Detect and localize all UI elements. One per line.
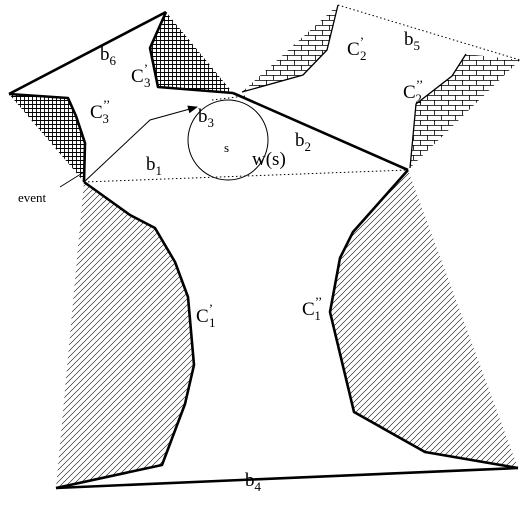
label-w-s: w(s) [252, 149, 286, 170]
dotted-line-short [211, 95, 246, 101]
region-c2-double-prime [410, 54, 520, 168]
edge-b2 [232, 91, 409, 172]
label-c1-double-prime: C’’1 [302, 294, 322, 323]
label-c3-double-prime: C’’3 [90, 97, 110, 126]
circle-w-s [187, 99, 269, 181]
label-b6: b6 [100, 44, 117, 68]
edge-c1-prime-boundary [55, 180, 196, 490]
region-c1-prime [56, 182, 194, 488]
label-b4: b4 [245, 470, 262, 494]
label-c3-prime: C’3 [131, 61, 151, 90]
label-b5: b5 [404, 29, 420, 53]
edge-c3-prime-boundary [148, 11, 234, 95]
dotted-lines [83, 4, 521, 183]
edge-b4 [55, 466, 519, 490]
edge-c1-double-prime-boundary [328, 169, 519, 470]
label-event: event [18, 190, 47, 205]
region-c3-prime [150, 12, 233, 93]
label-s: s [224, 140, 229, 155]
label-b2: b2 [295, 130, 311, 154]
label-b1: b1 [146, 154, 162, 178]
label-c2-double-prime: C’’2 [403, 77, 423, 106]
edge-c2-double-prime-boundary [409, 53, 467, 169]
labels: b6 C’3 C’’3 C’2 b5 C’’2 b3 b2 s b1 w(s) … [18, 29, 423, 494]
outline-edges [8, 10, 519, 490]
edge-c2-prime-boundary [241, 4, 339, 93]
brick-edges [241, 4, 467, 169]
region-c2-prime [242, 5, 338, 92]
region-c1-double-prime [330, 170, 518, 468]
label-c2-prime: C’2 [347, 34, 367, 63]
edge-b6 [8, 10, 167, 96]
event-pointer-line [59, 171, 85, 188]
label-c1-prime: C’1 [196, 301, 216, 330]
region-c3-double-prime [9, 94, 85, 182]
edge-c3-double-prime-boundary [8, 92, 87, 183]
label-b3: b3 [198, 106, 214, 130]
event-arrow [83, 105, 198, 183]
